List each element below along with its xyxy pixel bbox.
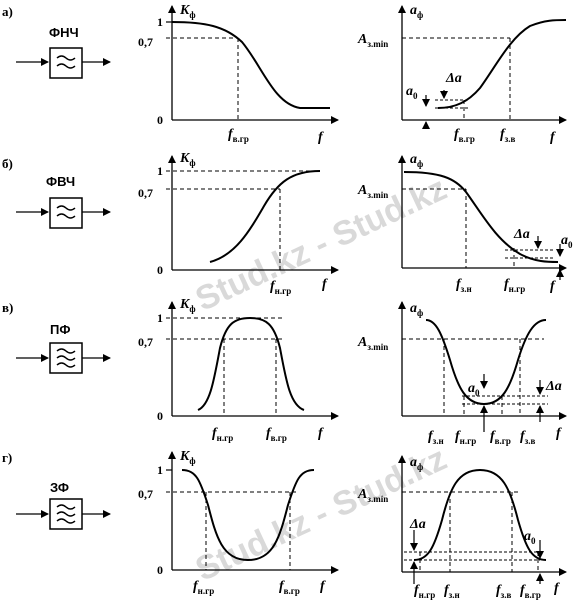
- k-curve: [181, 469, 315, 562]
- mark-label: fн.гр: [212, 426, 233, 443]
- x-axis-label: f: [550, 279, 556, 294]
- row-letter: в): [2, 300, 13, 315]
- x-axis-label: f: [318, 426, 324, 441]
- mark-label: fв.гр: [490, 429, 511, 446]
- block-label: ЗФ: [50, 480, 69, 495]
- level-label: Aз.min: [357, 487, 388, 504]
- y-axis-label: aф: [410, 152, 423, 169]
- mark-label: fв.гр: [228, 127, 249, 144]
- mark-label: fн.гр: [193, 579, 214, 596]
- mark-label: fн.гр: [270, 279, 291, 296]
- mark-label: fз.н: [456, 277, 472, 294]
- tick-07: 0,7: [138, 335, 153, 349]
- mark-label: fн.гр: [414, 583, 435, 600]
- k-curve: [197, 316, 305, 411]
- mark-label: fн.гр: [455, 429, 476, 446]
- a-chart: aф Aз.min f a0 Δa fз.н fн.гр: [357, 152, 573, 294]
- mark-label: fз.н: [428, 429, 444, 446]
- a-chart: aф Aз.min f a0 Δa fн.гр fз.н fз.в fв.гр: [357, 455, 567, 600]
- block-label: ФНЧ: [49, 25, 79, 40]
- delta-label: Δa: [445, 71, 462, 86]
- a-curve: [403, 171, 559, 263]
- k-chart: 1 0,7 0 Kф f fн.гр fв.гр: [138, 297, 339, 443]
- block-label: ПФ: [50, 322, 70, 337]
- x-axis-label: f: [554, 581, 560, 596]
- a0-label: a0: [561, 233, 573, 250]
- mark-label: fз.в: [500, 127, 516, 144]
- tick-1: 1: [157, 463, 163, 477]
- x-axis-label: f: [556, 426, 562, 441]
- delta-label: Δa: [545, 379, 562, 394]
- y-axis-label: Kф: [179, 297, 196, 314]
- row-bandstop: г) ЗФ 1 0,7 0 Kф f fн.гр fв.гр: [2, 449, 567, 600]
- delta-label: Δa: [409, 517, 426, 532]
- y-axis-label: aф: [410, 455, 423, 472]
- row-highpass: б) ФВЧ 1 0,7 0 Kф f fн.гр: [2, 151, 573, 296]
- a-curve: [425, 319, 547, 406]
- tick-1: 1: [157, 164, 163, 178]
- tick-07: 0,7: [138, 186, 153, 200]
- a0-label: a0: [524, 529, 536, 546]
- y-axis-label: aф: [410, 301, 423, 318]
- tick-0: 0: [157, 409, 163, 423]
- tick-0: 0: [157, 563, 163, 577]
- tick-1: 1: [157, 15, 163, 29]
- x-axis-label: f: [318, 130, 324, 145]
- mark-label: fз.н: [444, 583, 460, 600]
- a0-label: a0: [406, 84, 418, 101]
- y-axis-label: Kф: [179, 3, 196, 20]
- row-lowpass: а) ФНЧ 1 0,7 0 Kф f fв.гр: [2, 3, 567, 145]
- mark-label: fв.гр: [454, 127, 475, 144]
- row-letter: а): [2, 4, 13, 19]
- tick-0: 0: [157, 263, 163, 277]
- watermark-text: Stud.kz - Stud.kz: [190, 169, 453, 318]
- mark-label: fн.гр: [504, 277, 525, 294]
- mark-label: fв.гр: [520, 583, 541, 600]
- x-axis-label: f: [322, 277, 328, 292]
- tick-1: 1: [157, 311, 163, 325]
- block-label: ФВЧ: [46, 174, 75, 189]
- a-curve: [413, 468, 547, 561]
- filter-block: [16, 498, 111, 530]
- x-axis-label: f: [550, 130, 556, 145]
- row-letter: г): [2, 450, 12, 465]
- a0-label: a0: [468, 381, 480, 398]
- filter-block: [16, 342, 111, 374]
- level-label: Aз.min: [357, 32, 388, 49]
- mark-label: fз.в: [520, 429, 536, 446]
- tick-07: 0,7: [138, 35, 153, 49]
- y-axis-label: Kф: [179, 151, 196, 168]
- a-curve: [437, 19, 567, 109]
- filter-block: [16, 47, 111, 79]
- mark-label: fв.гр: [266, 426, 287, 443]
- k-chart: 1 0,7 0 Kф f fн.гр fв.гр: [138, 449, 339, 596]
- delta-label: Δa: [513, 227, 530, 242]
- filter-block: [16, 197, 111, 229]
- a-chart: aф Aз.min f a0 Δa fз.н fн.гр fв.гр fз.в: [357, 301, 567, 446]
- row-letter: б): [2, 156, 13, 171]
- k-curve: [209, 170, 321, 263]
- tick-0: 0: [157, 113, 163, 127]
- k-chart: 1 0,7 0 Kф f fн.гр: [138, 151, 339, 296]
- mark-label: fз.в: [496, 583, 512, 600]
- a-chart: aф Aз.min f a0 Δa fв.гр fз.в: [357, 3, 567, 145]
- level-label: Aз.min: [357, 183, 388, 200]
- k-chart: 1 0,7 0 Kф f fв.гр: [138, 3, 339, 145]
- y-axis-label: aф: [410, 3, 423, 20]
- row-bandpass: в) ПФ 1 0,7 0 Kф f fн.гр fв.гр: [2, 297, 567, 446]
- k-curve: [171, 21, 330, 109]
- tick-07: 0,7: [138, 487, 153, 501]
- x-axis-label: f: [320, 579, 326, 594]
- mark-label: fв.гр: [279, 579, 300, 596]
- level-label: Aз.min: [357, 335, 388, 352]
- y-axis-label: Kф: [179, 449, 196, 466]
